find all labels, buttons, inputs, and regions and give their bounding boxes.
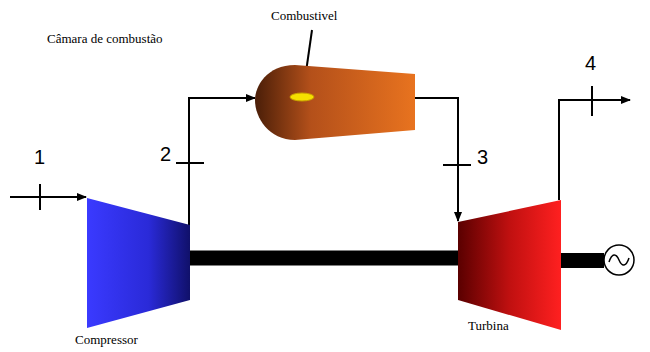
compressor-shape [87, 198, 190, 328]
compressor-outline [87, 198, 190, 328]
exhaust-arrow [559, 100, 630, 200]
station-tick [176, 162, 204, 164]
shaft [190, 251, 458, 266]
part-label: Câmara de combustão [47, 31, 163, 47]
callout-number: 4 [585, 52, 596, 75]
compressor: Compressor [87, 198, 190, 328]
combustion-chamber: CombustivelCâmara de combustão [255, 62, 415, 142]
turbine-shape [458, 200, 561, 330]
station-tick [39, 184, 41, 210]
callout-number: 3 [477, 146, 488, 169]
turbine: Turbina [458, 200, 561, 330]
turbine-outline [458, 200, 561, 330]
part-label: Turbina [468, 318, 509, 334]
flow-line [415, 98, 458, 221]
chamber-outline [255, 65, 415, 140]
callout-number: 1 [34, 146, 45, 169]
flow-line [189, 98, 255, 225]
generator-symbol [604, 245, 634, 275]
inlet-arrow [10, 196, 86, 198]
station-tick [591, 86, 593, 116]
station-tick [443, 164, 471, 166]
part-label: Combustivel [271, 8, 337, 24]
part-label: Compressor [75, 332, 138, 348]
generator-symbol [609, 255, 629, 265]
chamber-shape [255, 62, 415, 142]
fuel-injector [290, 93, 314, 101]
shaft [558, 253, 604, 268]
callout-number: 2 [160, 143, 171, 166]
